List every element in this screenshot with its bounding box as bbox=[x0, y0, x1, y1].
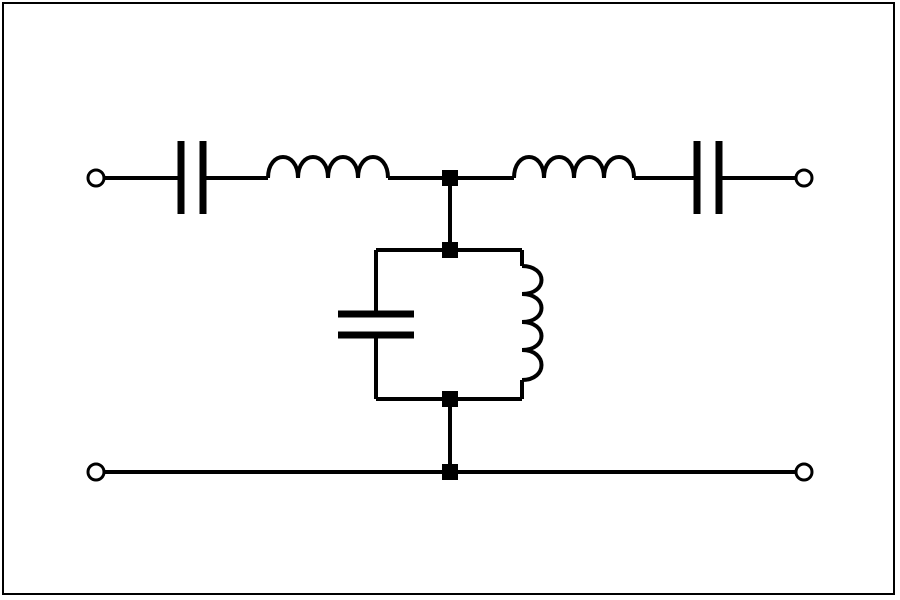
series-inductor-input bbox=[266, 155, 390, 179]
series-inductor-output bbox=[512, 155, 636, 179]
output-bottom-terminal bbox=[794, 462, 814, 482]
shunt-parallel-inductor bbox=[521, 264, 544, 382]
tank-lower-junction bbox=[442, 391, 458, 407]
input-top-terminal bbox=[86, 168, 106, 188]
tank-upper-junction bbox=[442, 242, 458, 258]
bottom-center-junction bbox=[442, 464, 458, 480]
input-bottom-terminal bbox=[86, 462, 106, 482]
output-top-terminal bbox=[794, 168, 814, 188]
